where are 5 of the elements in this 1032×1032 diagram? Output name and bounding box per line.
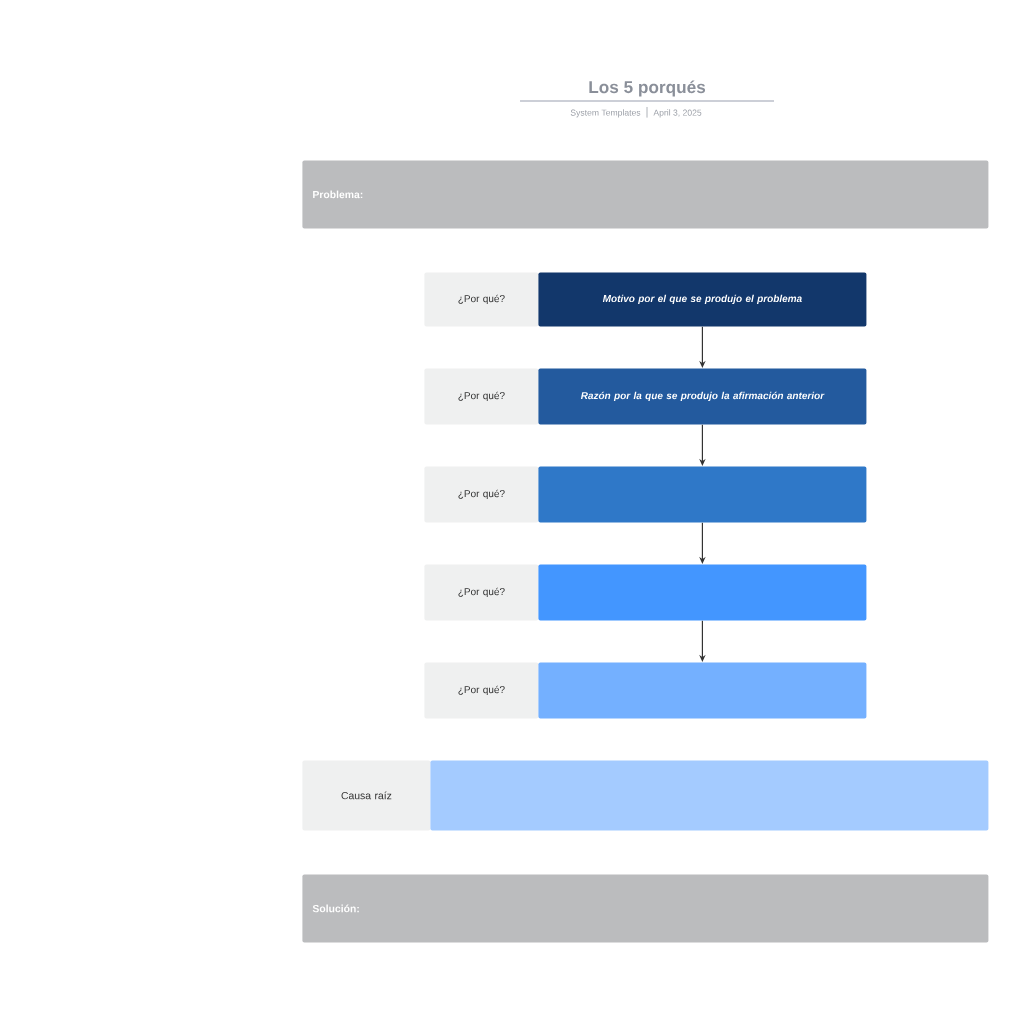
reason-box xyxy=(538,564,867,621)
title: Los 5 porqués xyxy=(589,80,706,97)
reason-box xyxy=(538,466,867,523)
reason-box xyxy=(538,662,867,719)
root-cause-box xyxy=(430,760,989,831)
